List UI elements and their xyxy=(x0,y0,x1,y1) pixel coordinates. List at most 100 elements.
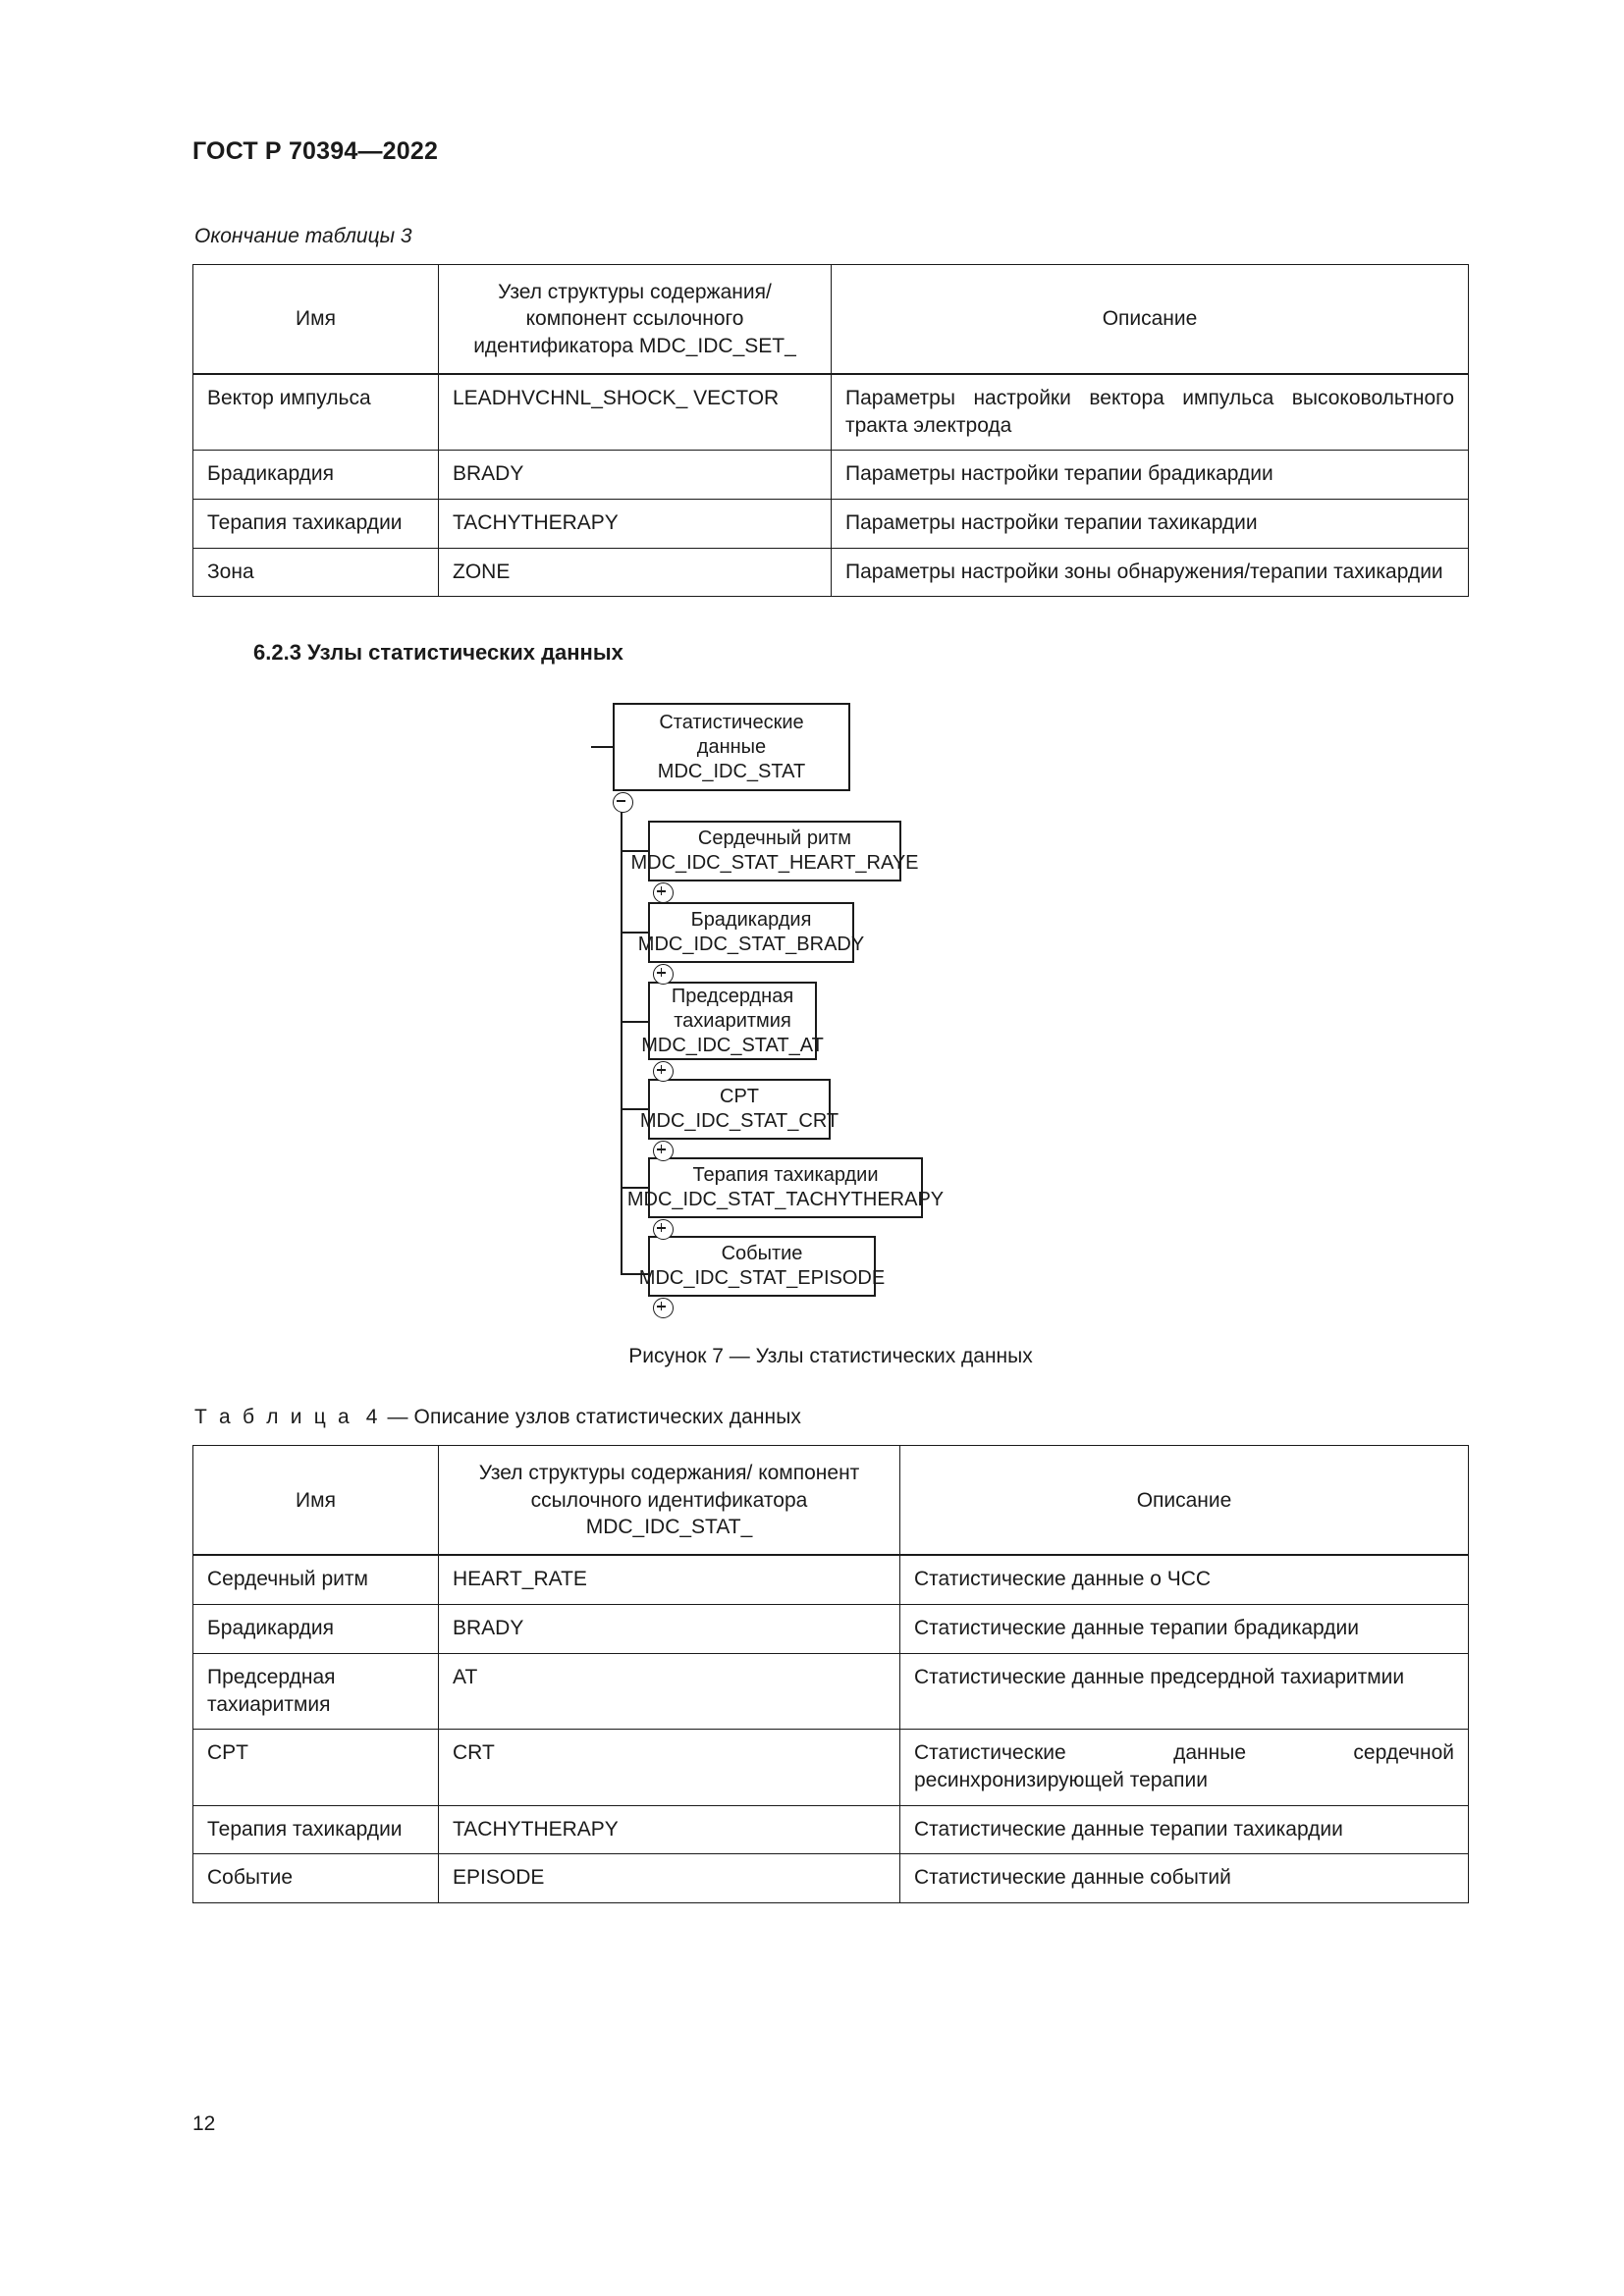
table-row: Вектор импульса LEADHVCHNL_SHOCK_ VECTOR… xyxy=(192,373,1469,452)
table-row: Зона ZONE Параметры настройки зоны обнар… xyxy=(192,547,1469,598)
table4-row1-node: BRADY xyxy=(438,1604,900,1654)
table3-header-node-line2: компонент ссылочного xyxy=(525,307,744,331)
table3-row2-name: Терапия тахикардии xyxy=(192,499,439,549)
diagram-connector-3 xyxy=(621,1021,648,1024)
table-4: Имя Узел структуры содержания/ компонент… xyxy=(192,1445,1469,1904)
table3-row3-node: ZONE xyxy=(438,547,832,598)
diagram-node-root-code: MDC_IDC_STAT xyxy=(657,761,806,783)
diagram-node-brady-code: MDC_IDC_STAT_BRADY xyxy=(637,934,865,956)
diagram-node-episode-code: MDC_IDC_STAT_EPISODE xyxy=(638,1267,886,1290)
table3-row2-node: TACHYTHERAPY xyxy=(438,499,832,549)
table3-caption: Окончание таблицы 3 xyxy=(194,225,412,247)
table4-row0-name: Сердечный ритм xyxy=(192,1554,439,1606)
table3-header-name: Имя xyxy=(192,263,439,375)
diagram-node-heart-rate-title: Сердечный ритм xyxy=(697,828,852,850)
table4-row5-name: Событие xyxy=(192,1853,439,1904)
table4-header-name: Имя xyxy=(192,1445,439,1557)
diagram-node-root-title1: Статистические xyxy=(659,711,804,733)
diagram-connector-6 xyxy=(621,1273,648,1276)
table4-row0-node: HEART_RATE xyxy=(438,1554,900,1606)
diagram-connector-4 xyxy=(621,1108,648,1111)
diagram-node-at: Предсердная тахиаритмия MDC_IDC_STAT_AT xyxy=(641,982,824,1061)
table-row: Брадикардия BRADY Статистические данные … xyxy=(192,1604,1469,1654)
table4-row4-node: TACHYTHERAPY xyxy=(438,1804,900,1855)
table4-body: Сердечный ритм HEART_RATE Статистические… xyxy=(192,1554,1469,1904)
diagram-root-stub xyxy=(591,746,613,749)
table3-header-row: Имя Узел структуры содержания/ компонент… xyxy=(192,263,1469,375)
table4-row2-name: Предсердная тахиаритмия xyxy=(192,1652,439,1731)
table-row: Предсердная тахиаритмия AT Статистически… xyxy=(192,1652,1469,1731)
table-3: Имя Узел структуры содержания/ компонент… xyxy=(192,263,1469,598)
table3-row1-name: Брадикардия xyxy=(192,450,439,501)
table3-row1-node: BRADY xyxy=(438,450,832,501)
diagram-node-heart-rate: Сердечный ритм MDC_IDC_STAT_HEART_RAYE xyxy=(630,821,919,882)
table3-header-description: Описание xyxy=(831,263,1469,375)
table3-row3-name: Зона xyxy=(192,547,439,598)
expand-plus-icon-5[interactable] xyxy=(653,1219,674,1241)
page-content: ГОСТ Р 70394—2022 Окончание таблицы 3 Им… xyxy=(192,137,1469,1904)
table4-row0-description: Статистические данные о ЧСС xyxy=(899,1554,1469,1606)
table-row: Терапия тахикардии TACHYTHERAPY Статисти… xyxy=(192,1804,1469,1855)
table4-row4-name: Терапия тахикардии xyxy=(192,1804,439,1855)
table3-body: Вектор импульса LEADHVCHNL_SHOCK_ VECTOR… xyxy=(192,373,1469,598)
diagram-node-tachytherapy: Терапия тахикардии MDC_IDC_STAT_TACHYTHE… xyxy=(627,1157,944,1219)
diagram-connector-1 xyxy=(621,850,648,853)
table3-header-node-line3: идентификатора MDC_IDC_SET_ xyxy=(473,334,796,357)
table-row: Событие EPISODE Статистические данные со… xyxy=(192,1853,1469,1904)
table3-row2-description: Параметры настройки терапии тахикардии xyxy=(831,499,1469,549)
table-row: CPT CRT Статистические данные сердечной … xyxy=(192,1729,1469,1806)
expand-plus-icon-2[interactable] xyxy=(653,964,674,986)
table4-row1-name: Брадикардия xyxy=(192,1604,439,1654)
diagram-node-episode-title: Событие xyxy=(721,1243,803,1265)
diagram-node-at-title: Предсердная xyxy=(671,985,794,1007)
diagram-node-tachytherapy-title: Терапия тахикардии xyxy=(692,1164,879,1187)
diagram-node-tachytherapy-code: MDC_IDC_STAT_TACHYTHERAPY xyxy=(626,1189,945,1211)
table3-header-node-line1: Узел структуры содержания/ xyxy=(498,281,772,303)
figure-7-diagram: Статистические данные MDC_IDC_STAT Серде… xyxy=(192,695,1469,1372)
table4-header-node: Узел структуры содержания/ компонент ссы… xyxy=(438,1445,900,1557)
table4-header-node-line2: ссылочного идентификатора MDC_IDC_STAT_ xyxy=(530,1488,808,1539)
table4-header-description: Описание xyxy=(899,1445,1469,1557)
diagram-node-at-title2: тахиаритмия xyxy=(674,1009,791,1032)
diagram-node-heart-rate-code: MDC_IDC_STAT_HEART_RAYE xyxy=(630,852,919,875)
figure-7-caption: Рисунок 7 — Узлы статистических данных xyxy=(628,1345,1033,1368)
diagram-node-brady-title: Брадикардия xyxy=(690,909,812,932)
table4-row1-description: Статистические данные терапии брадикарди… xyxy=(899,1604,1469,1654)
section-heading-623: 6.2.3 Узлы статистических данных xyxy=(253,640,623,666)
table4-row5-node: EPISODE xyxy=(438,1853,900,1904)
diagram-node-root-title2: данные xyxy=(696,735,767,758)
table4-caption-prefix: Т а б л и ц а xyxy=(194,1406,352,1429)
table3-row0-description: Параметры настройки вектора импульса выс… xyxy=(831,373,1469,452)
diagram-node-brady: Брадикардия MDC_IDC_STAT_BRADY xyxy=(638,902,864,964)
diagram-node-crt: CPT MDC_IDC_STAT_CRT xyxy=(640,1079,839,1141)
table3-row0-name: Вектор импульса xyxy=(192,373,439,452)
diagram-connector-5 xyxy=(621,1187,648,1190)
table-row: Сердечный ритм HEART_RATE Статистические… xyxy=(192,1554,1469,1606)
expand-plus-icon-1[interactable] xyxy=(653,882,674,904)
table-row: Брадикардия BRADY Параметры настройки те… xyxy=(192,450,1469,501)
table-row: Терапия тахикардии TACHYTHERAPY Параметр… xyxy=(192,499,1469,549)
expand-plus-icon-4[interactable] xyxy=(653,1141,674,1162)
diagram-spine xyxy=(621,811,623,1275)
table4-header-row: Имя Узел структуры содержания/ компонент… xyxy=(192,1445,1469,1557)
diagram-node-crt-code: MDC_IDC_STAT_CRT xyxy=(639,1110,839,1133)
collapse-minus-icon[interactable] xyxy=(613,792,633,814)
table4-caption: Т а б л и ц а 4 — Описание узлов статист… xyxy=(194,1406,1469,1429)
table4-caption-text: — Описание узлов статистических данных xyxy=(387,1406,802,1429)
table4-row5-description: Статистические данные событий xyxy=(899,1853,1469,1904)
page-number: 12 xyxy=(192,2112,216,2135)
diagram-connector-2 xyxy=(621,932,648,934)
table3-row0-node: LEADHVCHNL_SHOCK_ VECTOR xyxy=(438,373,832,452)
table4-row2-node: AT xyxy=(438,1652,900,1731)
table4-row3-description: Статистические данные сердечной ресинхро… xyxy=(899,1729,1469,1806)
diagram-node-episode: Событие MDC_IDC_STAT_EPISODE xyxy=(639,1236,885,1298)
table4-row3-node: CRT xyxy=(438,1729,900,1806)
document-header: ГОСТ Р 70394—2022 xyxy=(192,137,439,165)
table4-row2-description: Статистические данные предсердной тахиар… xyxy=(899,1652,1469,1731)
table4-header-node-line1: Узел структуры содержания/ компонент xyxy=(478,1462,860,1485)
table4-caption-number: 4 xyxy=(365,1406,378,1429)
expand-plus-icon-6[interactable] xyxy=(653,1298,674,1319)
expand-plus-icon-3[interactable] xyxy=(653,1061,674,1083)
table3-header-node: Узел структуры содержания/ компонент ссы… xyxy=(438,263,832,375)
